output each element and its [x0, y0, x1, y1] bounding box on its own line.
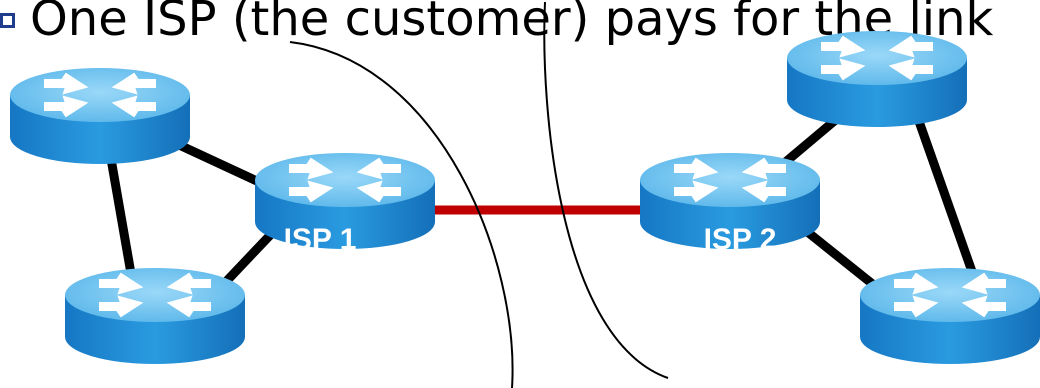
boundary-curve-right	[543, 1, 669, 379]
router-left-top	[9, 67, 191, 165]
router-right-top	[786, 30, 968, 128]
router-label-isp1: ISP 1	[284, 223, 357, 256]
router-isp2: ISP 2	[639, 152, 821, 256]
router-left-bottom	[64, 267, 246, 365]
square-bullet-icon	[0, 13, 15, 28]
link-isp2-rightbottom	[802, 226, 883, 294]
router-isp1: ISP 1	[254, 152, 436, 256]
link-righttop-rightbottom	[910, 108, 980, 282]
link-isp1-leftbottom	[216, 226, 279, 292]
link-lefttop-leftbottom	[105, 152, 138, 286]
router-label-isp2: ISP 2	[704, 223, 777, 256]
network-links	[105, 108, 980, 294]
boundary-curve-left	[289, 41, 514, 388]
router-right-bottom	[859, 267, 1040, 365]
